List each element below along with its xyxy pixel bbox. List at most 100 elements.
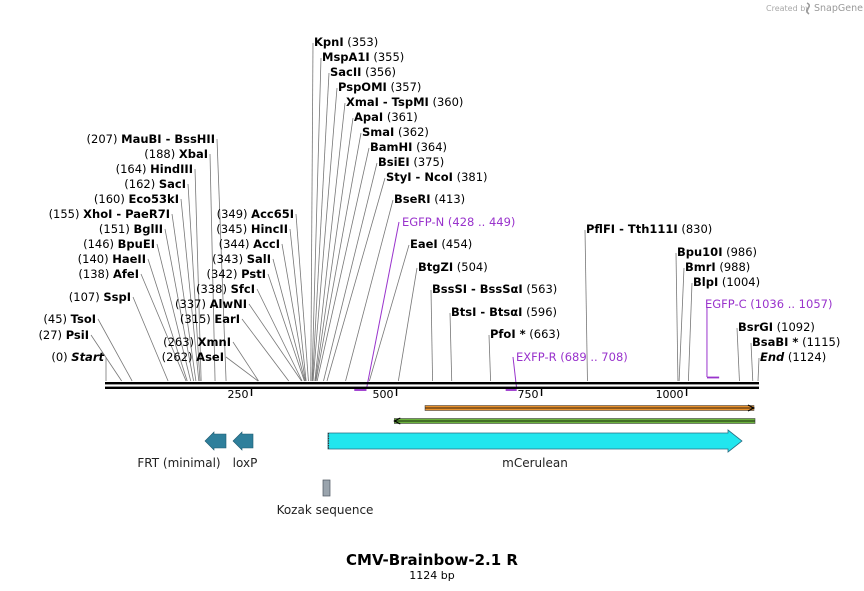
site-bamhi[interactable]: BamHI (364) [370,140,447,154]
sequence-backbone [105,382,759,389]
site-smai[interactable]: SmaI (362) [362,125,429,139]
svg-text:(146) BpuEI: (146) BpuEI [83,237,155,251]
site-alwni[interactable]: (337) AlwNI [175,297,247,311]
site-eco53ki[interactable]: (160) Eco53kI [94,192,179,206]
feature-label: loxP [233,456,258,470]
svg-text:EGFP-N (428 .. 449): EGFP-N (428 .. 449) [402,215,515,229]
svg-text:SacII (356): SacII (356) [330,65,396,79]
site-hincii[interactable]: (345) HincII [216,222,288,236]
site-leader [584,229,588,382]
site-end[interactable]: End (1124) [760,350,826,364]
site-sfci[interactable]: (338) SfcI [196,282,255,296]
primer-egfp-c[interactable]: EGFP-C (1036 .. 1057) [705,297,832,379]
site-bsiei[interactable]: BsiEI (375) [378,155,444,169]
site-psii[interactable]: (27) PsiI [38,328,89,342]
site-name: PsiI [66,328,89,342]
site-afei[interactable]: (138) AfeI [78,267,139,281]
site-tsoi[interactable]: (45) TsoI [43,312,96,326]
primer-egfp-n[interactable]: EGFP-N (428 .. 449) [354,215,515,391]
feature-box [322,479,331,497]
site-position: (362) [394,125,429,139]
svg-text:(207) MauBI - BssHII: (207) MauBI - BssHII [87,132,215,146]
site-start[interactable]: (0) Start [51,350,104,364]
site-styi-ncoi[interactable]: StyI - NcoI (381) [386,170,488,184]
site-leader [430,289,433,382]
site-leader [687,282,693,382]
site-leader [757,357,760,382]
feature-frt-minimal[interactable]: FRT (minimal) [137,431,227,470]
svg-text:(164) HindIII: (164) HindIII [116,162,193,176]
svg-text:(315) EarI: (315) EarI [180,312,240,326]
site-maubi-bsshii[interactable]: (207) MauBI - BssHII [87,132,215,146]
site-pspomi[interactable]: PspOMI (357) [338,80,421,94]
site-mspa1i[interactable]: MspA1I (355) [322,50,404,64]
site-btsi-bts-i[interactable]: BtsI - BtsαI (596) [451,305,557,319]
site-sali[interactable]: (343) SalI [212,252,271,266]
site-position: (1115) [798,335,840,349]
site-position: (146) [83,237,118,251]
site-sspi[interactable]: (107) SspI [69,290,131,304]
feature-mcerulean[interactable]: mCerulean [327,429,743,470]
site-pfoi[interactable]: PfoI * (663) [490,327,560,341]
site-name: XbaI [179,147,208,161]
svg-text:SmaI (362): SmaI (362) [362,125,429,139]
site-xhoi-paer7i[interactable]: (155) XhoI - PaeR7I [49,207,170,221]
site-position: (162) [124,177,159,191]
site-saci[interactable]: (162) SacI [124,177,186,191]
site-bpuei[interactable]: (146) BpuEI [83,237,155,251]
credit-prefix: Created by [766,4,810,13]
site-apai[interactable]: ApaI (361) [354,110,418,124]
site-bsrgi[interactable]: BsrGI (1092) [738,320,815,334]
site-leader [267,273,305,382]
site-psti[interactable]: (342) PstI [207,267,266,281]
site-kpni[interactable]: KpnI (353) [314,35,378,49]
site-sacii[interactable]: SacII (356) [330,65,396,79]
feature-arrow [232,431,254,451]
site-pflfi-tth111i[interactable]: PflFI - Tth111I (830) [586,222,712,236]
site-leader [140,273,187,382]
feature-kozak-sequence[interactable]: Kozak sequence [277,479,374,517]
site-haeii[interactable]: (140) HaeII [78,252,146,266]
site-bsabi[interactable]: BsaBI * (1115) [752,335,840,349]
feature-label: mCerulean [502,456,568,470]
site-leader [316,147,370,382]
svg-text:BlpI (1004): BlpI (1004) [693,275,760,289]
site-eaei[interactable]: EaeI (454) [410,237,472,251]
site-name: EaeI [410,237,438,251]
site-bseri[interactable]: BseRI (413) [394,192,465,206]
orf-arrow[interactable] [393,417,756,425]
site-bsssi-bsss-i[interactable]: BssSI - BssSαI (563) [432,282,557,296]
site-position: (830) [678,222,713,236]
site-acci[interactable]: (344) AccI [219,237,280,251]
svg-text:EaeI (454): EaeI (454) [410,237,472,251]
site-position: (504) [453,260,488,274]
svg-text:(151) BglII: (151) BglII [99,222,163,236]
site-bglii[interactable]: (151) BglII [99,222,163,236]
site-eari[interactable]: (315) EarI [180,312,240,326]
site-bpu10i[interactable]: Bpu10I (986) [677,245,757,259]
site-position: (188) [144,147,179,161]
site-blpi[interactable]: BlpI (1004) [693,275,760,289]
site-xbai[interactable]: (188) XbaI [144,147,208,161]
primer-range: (428 .. 449) [444,215,515,229]
site-hindiii[interactable]: (164) HindIII [116,162,193,176]
site-xmni[interactable]: (263) XmnI [163,335,231,349]
svg-text:(160) Eco53kI: (160) Eco53kI [94,192,179,206]
site-name: BsrGI [738,320,773,334]
primer-exfp-r[interactable]: EXFP-R (689 .. 708) [505,350,628,391]
svg-text:XmaI - TspMI (360): XmaI - TspMI (360) [346,95,463,109]
site-leader [241,318,290,382]
feature-loxp[interactable]: loxP [232,431,258,470]
site-position: (138) [78,267,113,281]
site-leader [310,42,314,382]
site-acc65i[interactable]: (349) Acc65I [217,207,294,221]
site-asei[interactable]: (262) AseI [162,350,224,364]
orf-arrow[interactable] [424,404,756,412]
site-xmai-tspmi[interactable]: XmaI - TspMI (360) [346,95,463,109]
svg-text:EGFP-C (1036 .. 1057): EGFP-C (1036 .. 1057) [705,297,832,311]
site-bmri[interactable]: BmrI (988) [685,260,750,274]
tick-label: 500 [373,388,394,401]
site-btgzi[interactable]: BtgZI (504) [418,260,488,274]
feature-label: FRT (minimal) [137,456,220,470]
